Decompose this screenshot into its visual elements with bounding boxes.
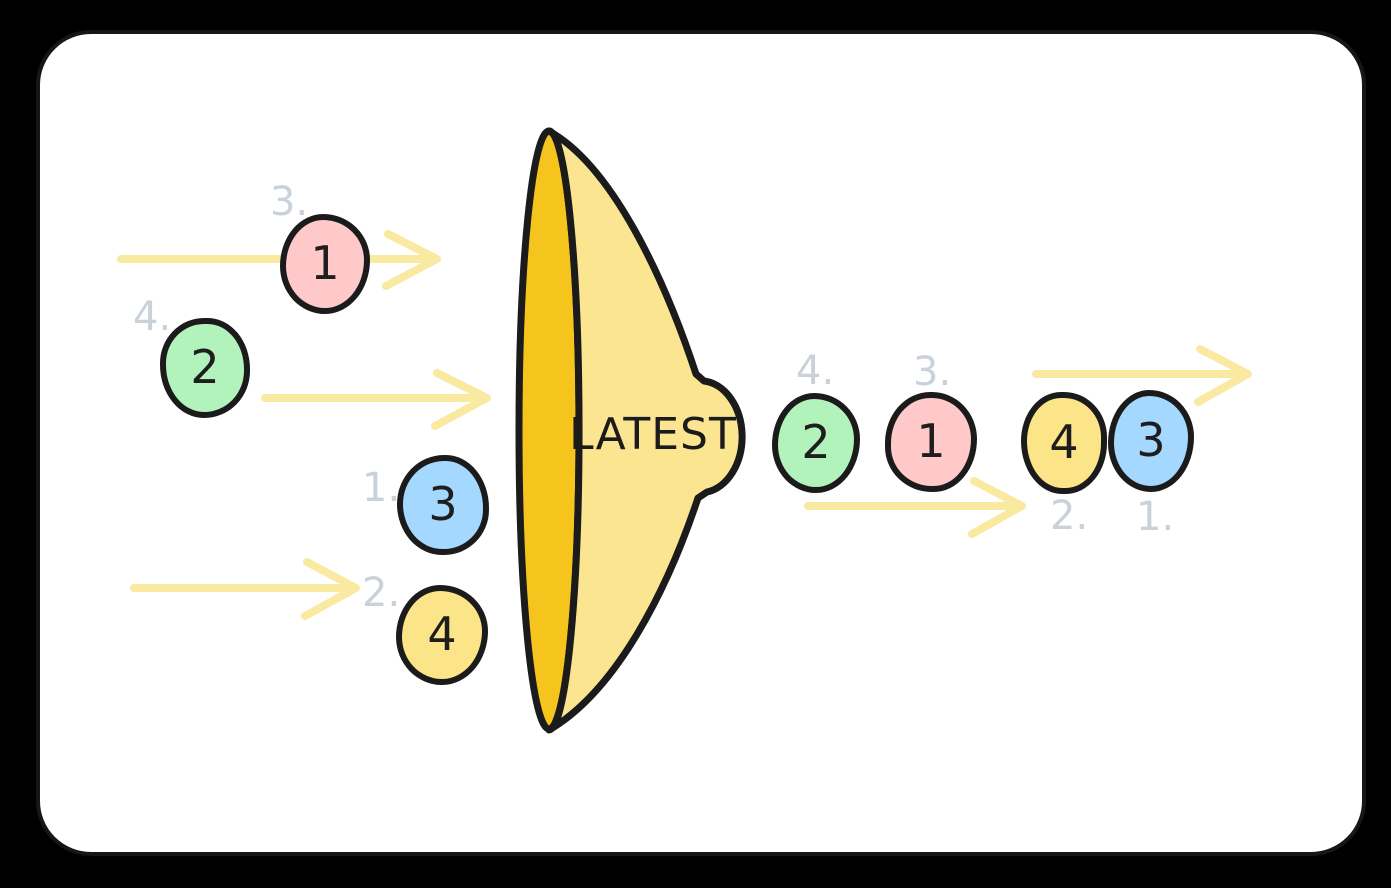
input-order-label-blue: 1. [362, 465, 401, 511]
marble-value: 1 [916, 414, 946, 468]
funnel-label: LATEST [569, 408, 737, 460]
output-marble-1: 1 [885, 392, 977, 492]
output-marble-3: 3 [1108, 390, 1194, 492]
marble-value: 3 [428, 477, 458, 531]
input-marble-2: 2 [160, 318, 250, 418]
marble-value: 4 [427, 607, 457, 661]
marble-value: 3 [1136, 413, 1166, 467]
input-order-label-pink: 3. [270, 179, 309, 225]
input-order-label-yellow: 2. [362, 570, 401, 616]
output-order-label-pink: 3. [913, 349, 952, 395]
marble-value: 4 [1049, 415, 1079, 469]
output-marble-4: 4 [1021, 392, 1107, 494]
input-marble-4: 4 [396, 585, 488, 685]
output-order-label-blue: 1. [1136, 494, 1175, 540]
marble-value: 2 [190, 340, 220, 394]
input-marble-3: 3 [397, 455, 489, 555]
input-marble-1: 1 [280, 214, 370, 314]
input-order-label-green: 4. [133, 294, 172, 340]
output-marble-2: 2 [772, 393, 860, 493]
output-order-label-yellow: 2. [1050, 493, 1089, 539]
marble-value: 1 [310, 236, 340, 290]
output-order-label-green: 4. [796, 348, 835, 394]
marble-value: 2 [801, 415, 831, 469]
